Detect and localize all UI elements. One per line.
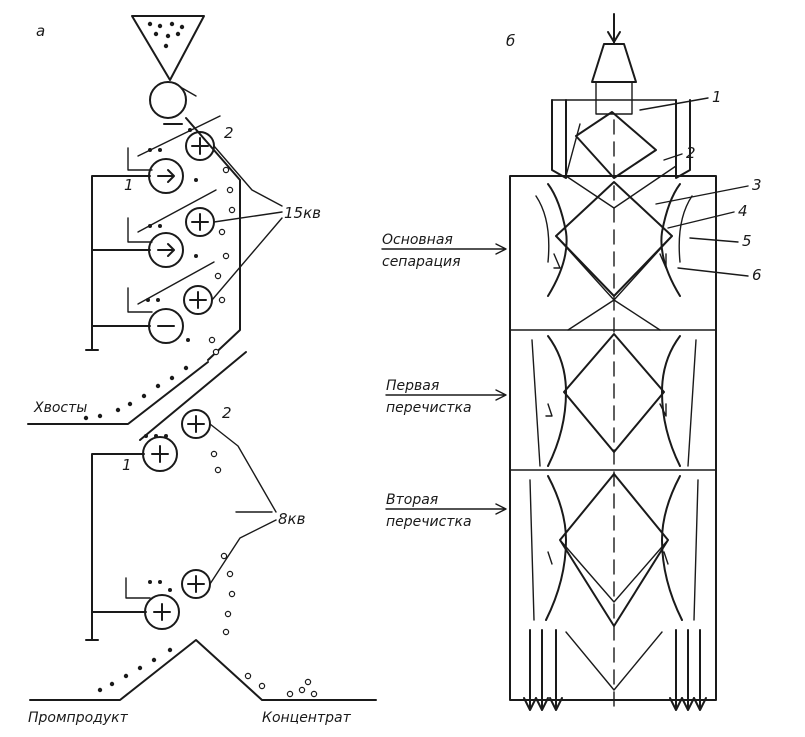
label-roll-1-bottom: 1 [122,456,132,474]
feed-hopper [131,15,205,81]
part-6-label: 6 [752,266,762,284]
product-outlets: Промпродукт Концентрат [28,639,377,726]
part-3-label: 3 [752,176,762,194]
label-roll-2-top: 2 [224,124,234,142]
feed-roll [149,81,187,119]
stage-label-first-cleaning: Первая перечистка [385,378,507,416]
stage-second-line1: Вторая [386,492,438,508]
stage-first-line1: Первая [386,378,439,394]
stage-first-line2: перечистка [386,400,472,416]
upper-separation-stage [85,115,283,361]
stage-label-main: Основная сепарация [381,232,507,270]
middlings-label: Промпродукт [28,710,129,726]
label-roll-2-bottom: 2 [222,404,232,422]
panel-a-label: а [36,22,45,40]
outlet-arrows [523,629,707,711]
panel-a: а [27,15,377,726]
part-2-label: 2 [686,144,696,162]
voltage-8kv: 8кв [278,510,306,528]
voltage-15kv: 15кв [284,204,321,222]
feed-nozzle [591,43,637,83]
part-5-label: 5 [742,232,752,250]
tails-outlet: Хвосты [27,351,247,441]
part-1-label: 1 [712,88,722,106]
panel-b-label: б [506,32,515,50]
lower-separation-stage [85,409,277,641]
stage-main-line2: сепарация [382,254,461,270]
panel-b: б [381,13,762,711]
stage-label-second-cleaning: Вторая перечистка [385,492,507,530]
tails-label: Хвосты [33,400,87,416]
part-4-label: 4 [738,202,748,220]
separator-housing [509,175,717,701]
stage-second-line2: перечистка [386,514,472,530]
concentrate-label: Концентрат [262,710,352,726]
label-roll-1-top: 1 [124,176,134,194]
stage-main-line1: Основная [382,232,453,248]
